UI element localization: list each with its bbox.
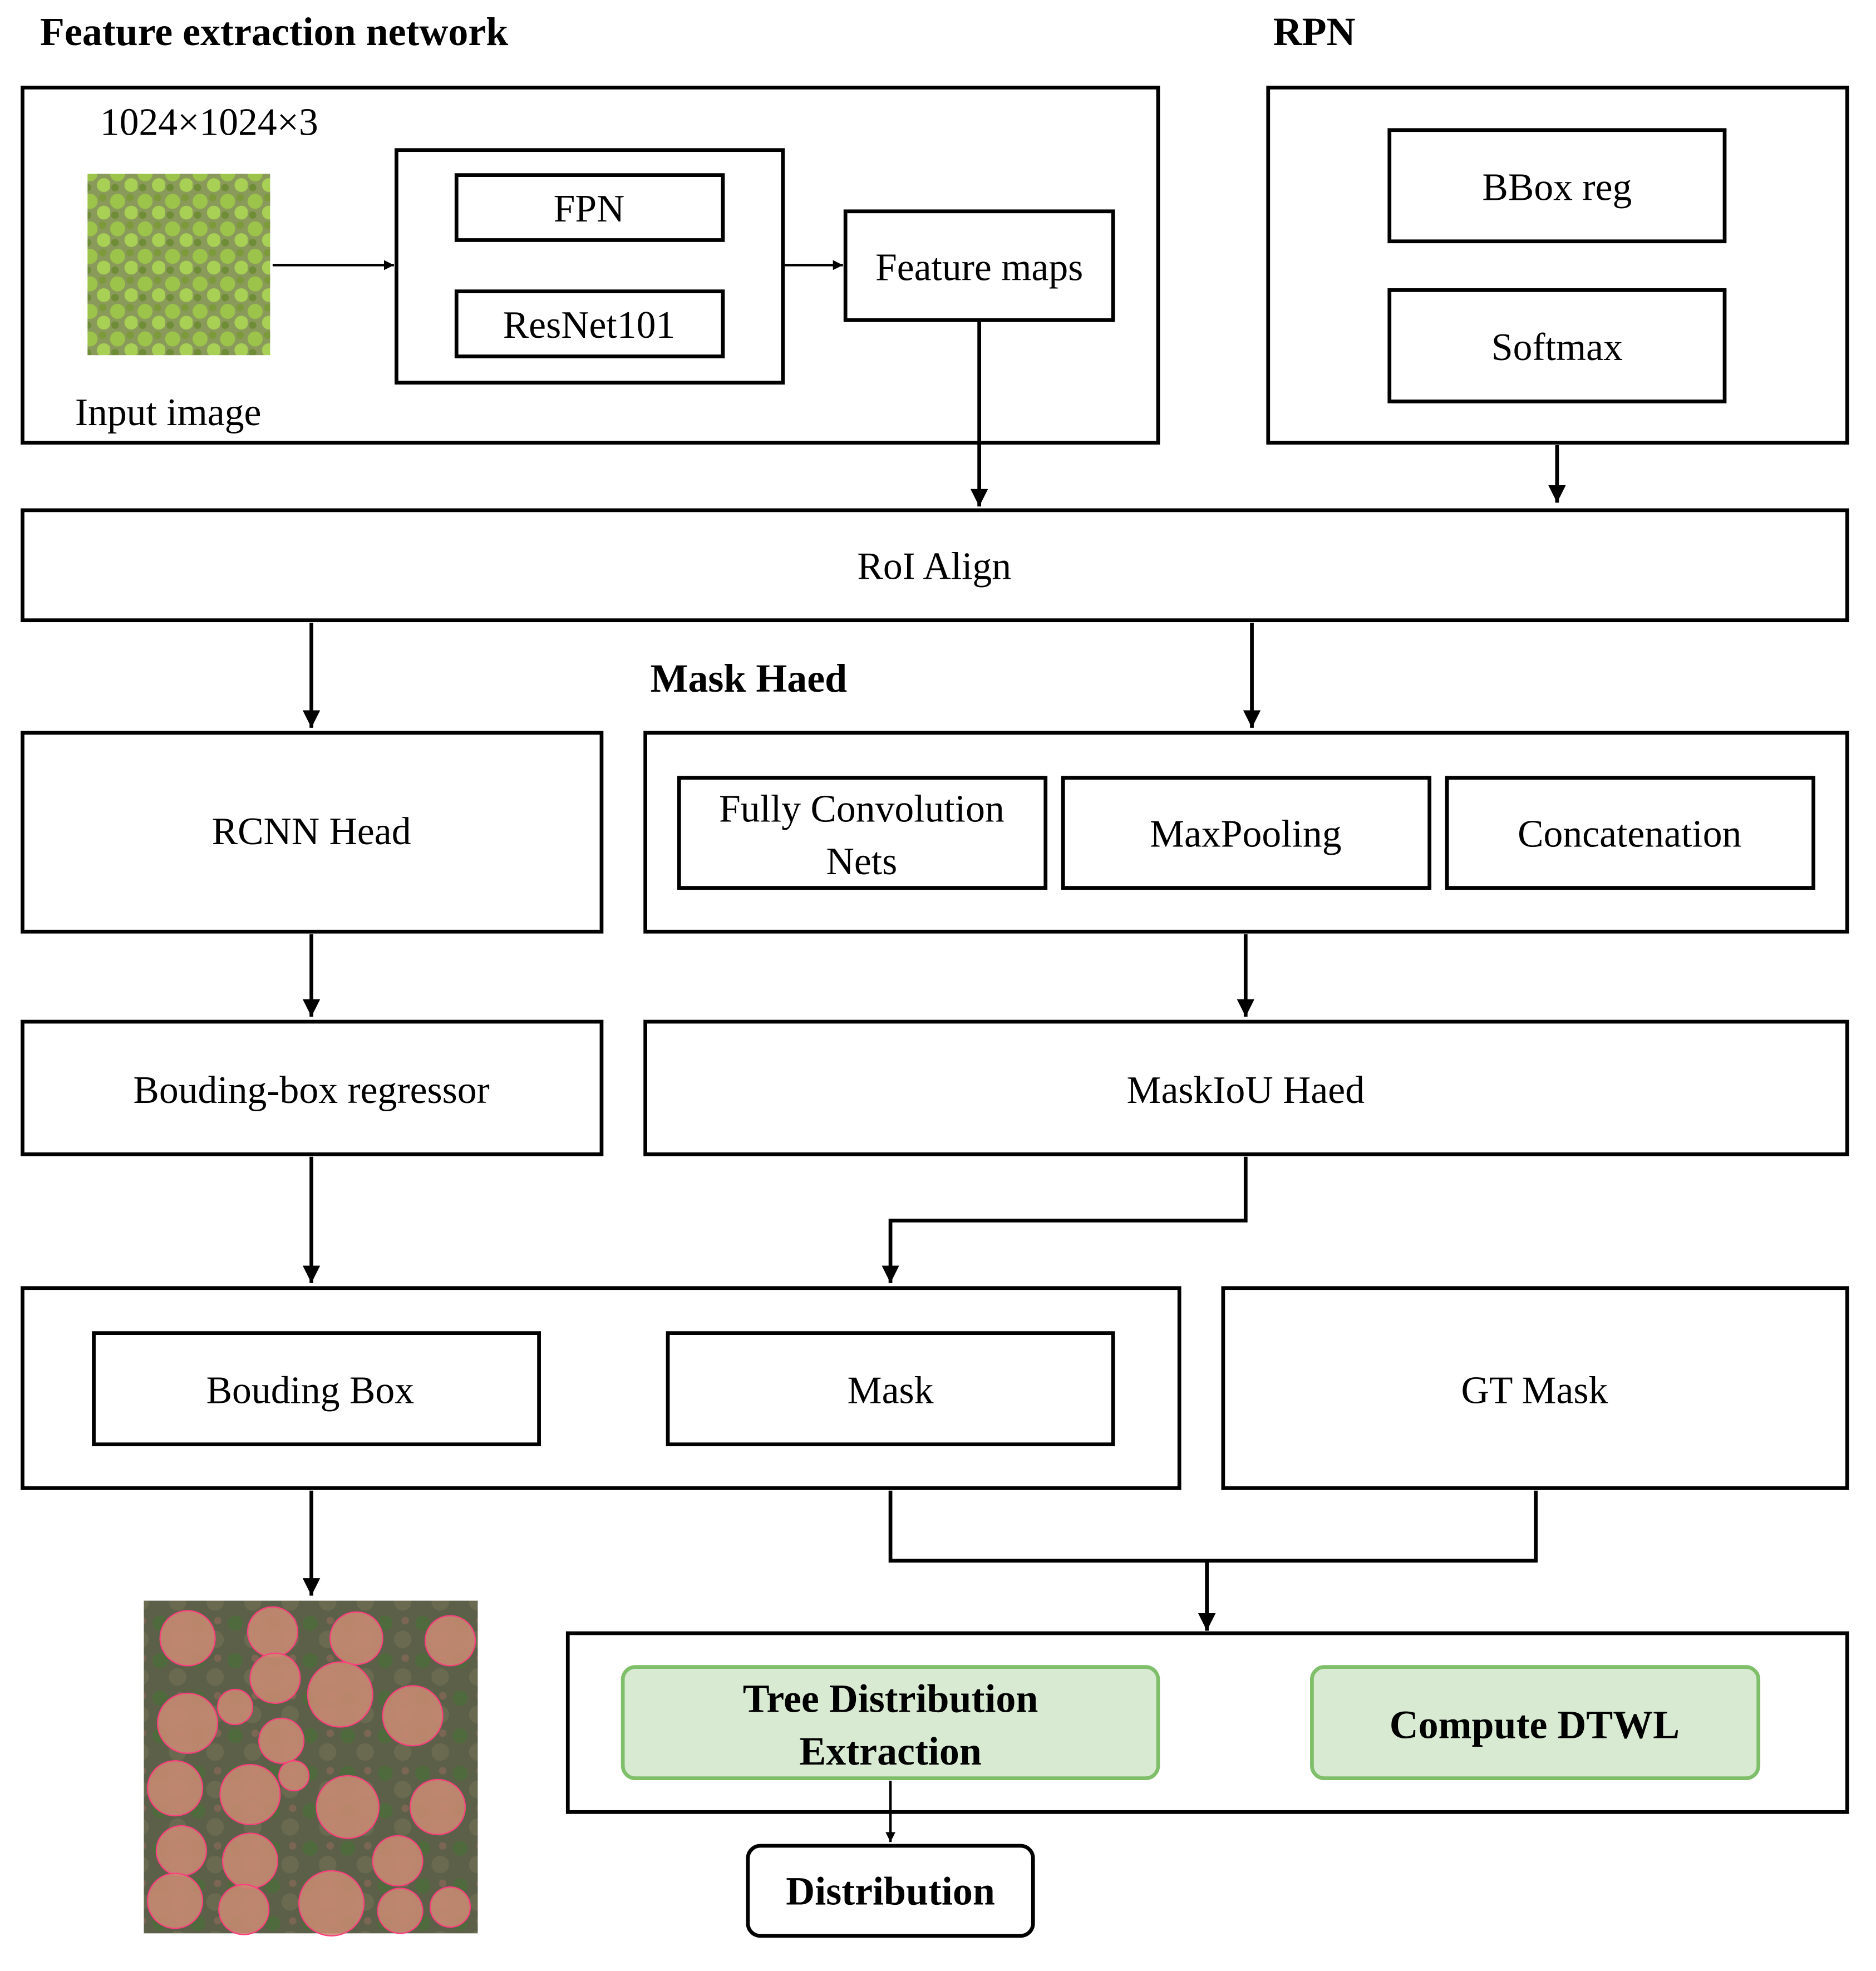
post-processing-frame — [565, 1631, 1849, 1814]
tree-distribution-label-line1: Tree Distribution — [743, 1677, 1038, 1721]
tree-distribution-extraction-box — [621, 1665, 1160, 1781]
resnet-label: ResNet101 — [503, 304, 676, 347]
fcn-label-line1: Fully Convolution — [719, 787, 1005, 830]
input-image-label: Input image — [75, 391, 262, 434]
mask-head-title: Mask Haed — [651, 656, 848, 701]
aerial-tree-image-icon — [87, 174, 270, 356]
bounding-box-box — [92, 1331, 541, 1447]
maskiou-head-label: MaskIoU Haed — [1127, 1069, 1365, 1112]
compute-dtwl-box — [1310, 1665, 1761, 1781]
mask-head-frame — [643, 731, 1849, 934]
rpn-frame — [1266, 85, 1849, 445]
bbox-regressor-box — [21, 1019, 604, 1156]
outputs-frame — [21, 1286, 1181, 1490]
fcn-box — [677, 776, 1048, 890]
gt-mask-label: GT Mask — [1461, 1369, 1608, 1412]
input-size-label: 1024×1024×3 — [100, 101, 318, 144]
fcn-label-line2: Nets — [826, 840, 898, 883]
roi-align-label: RoI Align — [857, 545, 1011, 588]
tree-distribution-label-line2: Extraction — [799, 1729, 982, 1773]
merge-line-mask-gt — [888, 1490, 1538, 1563]
maskiou-head-box — [643, 1019, 1849, 1156]
concatenation-box — [1445, 776, 1815, 890]
roi-align-box — [21, 508, 1849, 623]
rcnn-head-box — [21, 731, 604, 934]
distribution-box — [746, 1844, 1035, 1938]
bbox-reg-box — [1387, 128, 1727, 244]
bbox-regressor-label: Bouding-box regressor — [133, 1069, 489, 1112]
compute-dtwl-label: Compute DTWL — [1390, 1703, 1680, 1747]
bbox-reg-label: BBox reg — [1482, 166, 1632, 209]
detection-result-image-icon — [144, 1600, 478, 1936]
mask-box — [666, 1331, 1115, 1447]
mask-label: Mask — [848, 1369, 934, 1412]
feature-maps-box — [843, 209, 1115, 322]
fpn-label: FPN — [554, 188, 625, 230]
gt-mask-box — [1221, 1286, 1849, 1490]
maxpooling-box — [1061, 776, 1432, 890]
rpn-title: RPN — [1273, 9, 1356, 54]
distribution-label: Distribution — [786, 1869, 995, 1914]
feature-extraction-title: Feature extraction network — [40, 9, 508, 54]
feature-maps-label: Feature maps — [875, 246, 1083, 289]
feature-extraction-frame — [21, 85, 1160, 445]
maxpooling-label: MaxPooling — [1150, 812, 1341, 855]
backbone-box — [395, 148, 785, 385]
bounding-box-label: Bouding Box — [206, 1369, 414, 1412]
softmax-label: Softmax — [1491, 326, 1623, 369]
rcnn-head-label: RCNN Head — [212, 810, 411, 853]
resnet-box — [454, 289, 725, 358]
concatenation-label: Concatenation — [1518, 812, 1741, 855]
softmax-box — [1387, 288, 1727, 403]
fpn-box — [454, 173, 725, 242]
arrow-maskiou-mask — [882, 1156, 1248, 1283]
